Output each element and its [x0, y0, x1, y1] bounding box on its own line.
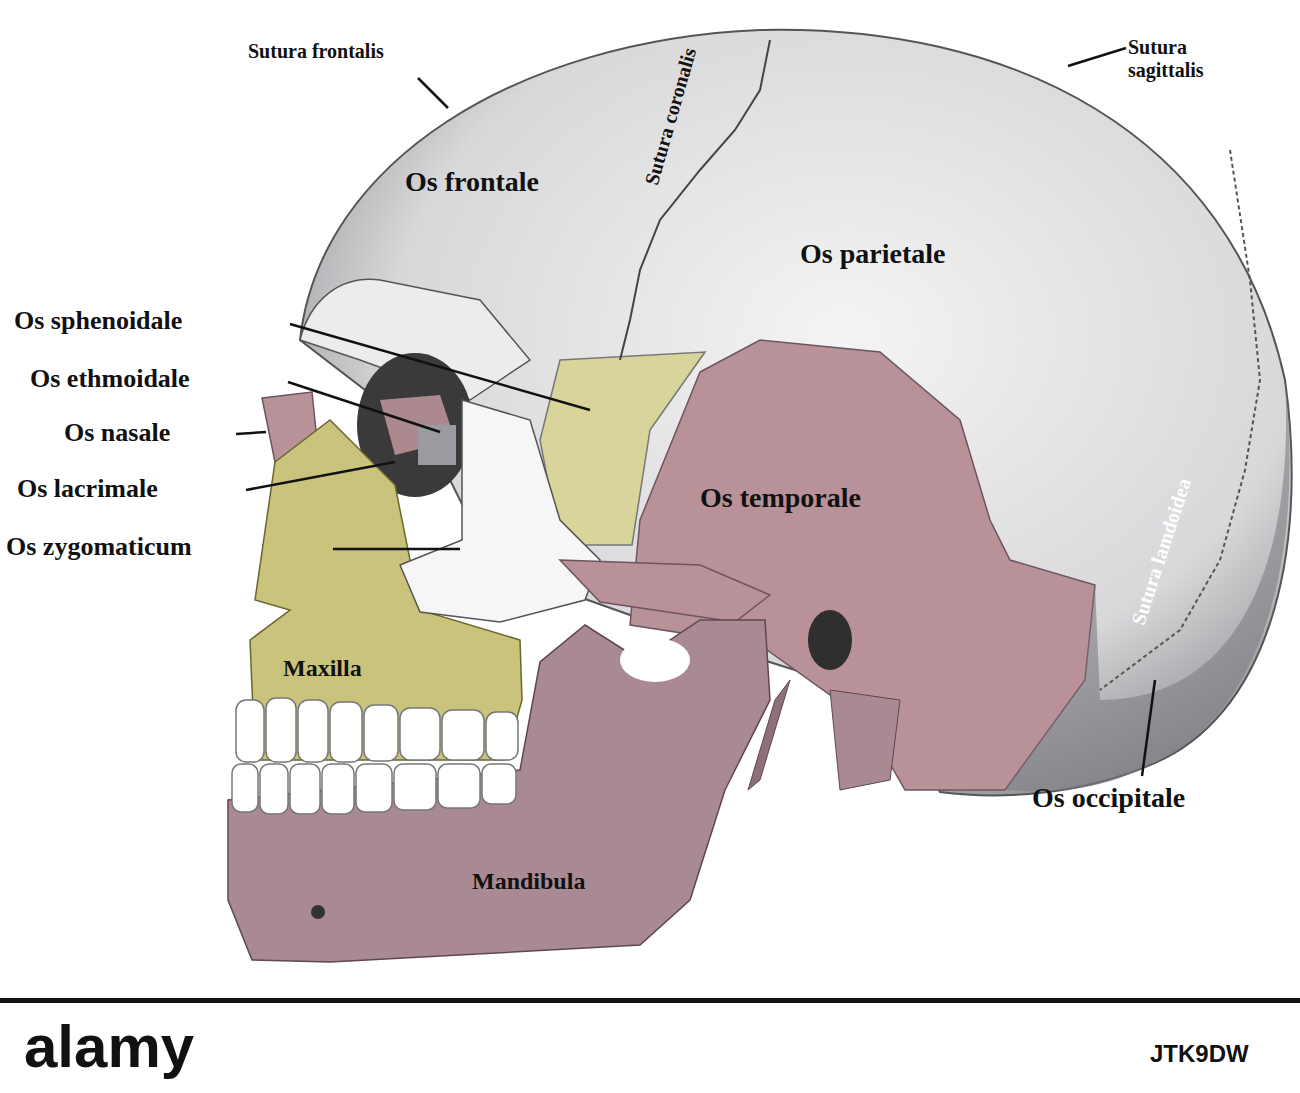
bone-label: Os sphenoidale: [14, 306, 182, 336]
bone-label: Os lacrimale: [17, 474, 158, 504]
bone-label: Os occipitale: [1032, 782, 1185, 814]
bone-label: Os ethmoidale: [30, 364, 190, 394]
suture-label: Sutura frontalis: [248, 40, 384, 63]
bone-label: Os zygomaticum: [6, 532, 192, 562]
suture-label: Sutura sagittalis: [1128, 36, 1258, 82]
bone-label: Os frontale: [405, 166, 539, 198]
image-id: JTK9DW: [1150, 1040, 1249, 1068]
bone-label: Os nasale: [64, 418, 170, 448]
bone-label: Os parietale: [800, 238, 945, 270]
watermark: alamy: [24, 1012, 194, 1081]
bone-label: Os temporale: [700, 482, 861, 514]
bone-label: Maxilla: [283, 655, 362, 683]
bone-label: Mandibula: [472, 868, 585, 896]
